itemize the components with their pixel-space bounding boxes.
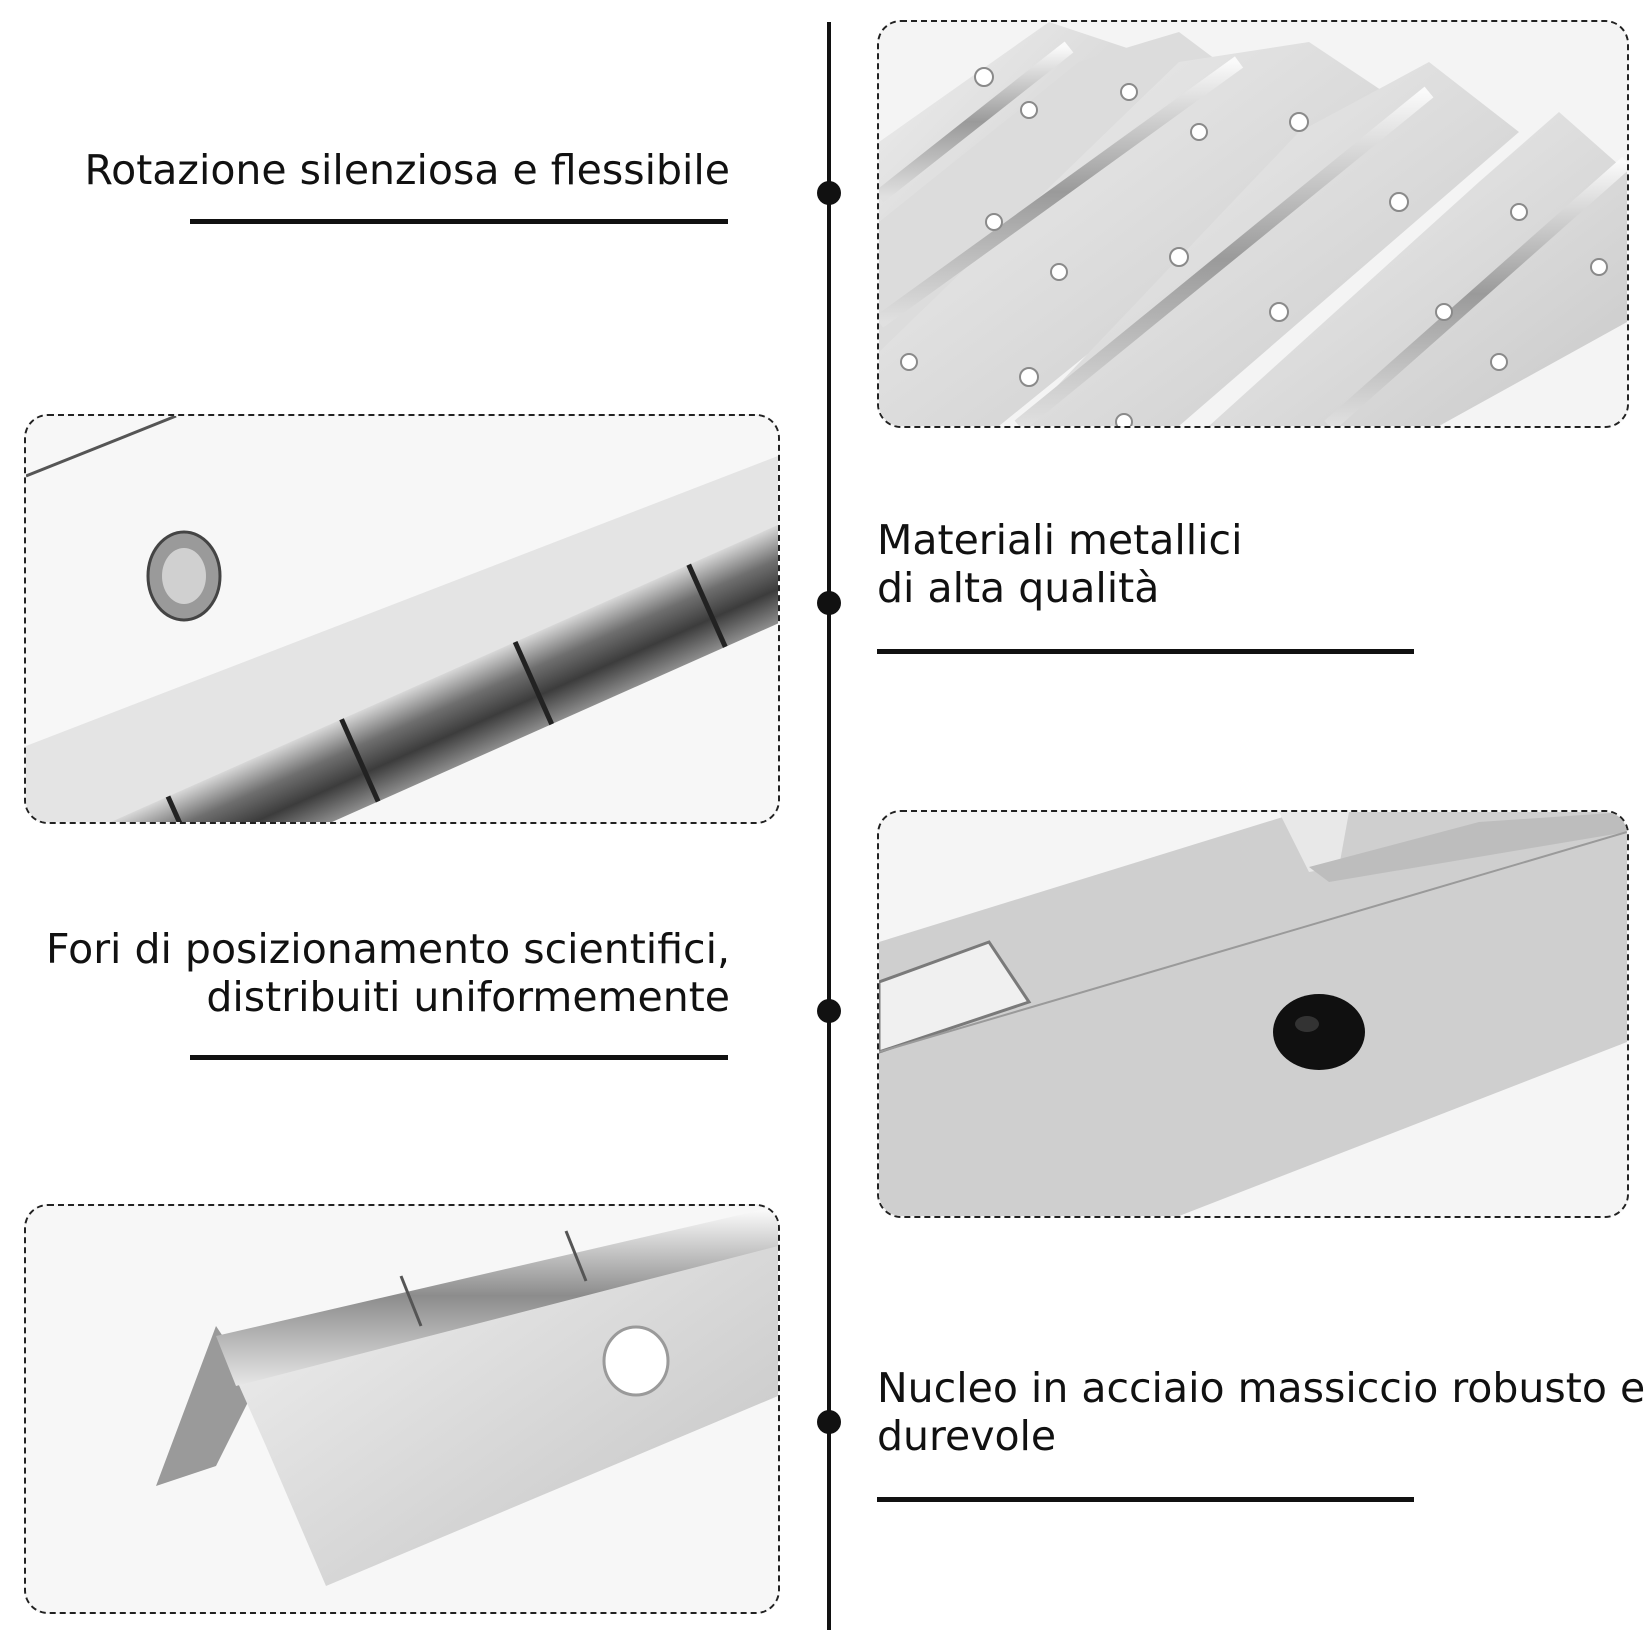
hinge-hole-illustration [879, 812, 1627, 1216]
feature-underline-2 [877, 649, 1414, 654]
hinges-array-illustration [879, 22, 1627, 426]
feature-caption-1-line-1: Rotazione silenziosa e flessibile [84, 146, 731, 194]
hinges-array-photo [877, 20, 1629, 428]
timeline-dot-1 [817, 181, 841, 205]
feature-caption-2-line-1: Materiali metallici [877, 516, 1243, 564]
feature-underline-3 [190, 1055, 728, 1060]
feature-caption-2-line-2: di alta qualità [877, 564, 1160, 612]
timeline-dot-4 [817, 1410, 841, 1434]
hinge-knuckle-illustration [26, 416, 778, 822]
hinge-folded-illustration [26, 1206, 778, 1612]
feature-underline-4 [877, 1497, 1414, 1502]
feature-caption-4: Nucleo in acciaio massiccio robusto e du… [877, 1364, 1645, 1460]
feature-caption-3-line-2: distribuiti uniformemente [206, 973, 730, 1021]
timeline-dot-3 [817, 999, 841, 1023]
hinge-folded-photo [24, 1204, 780, 1614]
feature-caption-2: Materiali metallici di alta qualità [877, 516, 1242, 612]
feature-caption-4-line-2: durevole [877, 1412, 1057, 1460]
timeline-dot-2 [817, 591, 841, 615]
feature-caption-3-line-1: Fori di posizionamento scientifici, [45, 925, 730, 973]
hinge-hole-closeup-photo [877, 810, 1629, 1218]
feature-caption-1: Rotazione silenziosa e flessibile [85, 146, 731, 194]
timeline-line [827, 22, 831, 1630]
hinge-knuckle-closeup-photo [24, 414, 780, 824]
feature-caption-3: Fori di posizionamento scientifici, dist… [46, 925, 730, 1021]
feature-underline-1 [190, 219, 728, 224]
feature-caption-4-line-1: Nucleo in acciaio massiccio robusto e [877, 1364, 1646, 1412]
